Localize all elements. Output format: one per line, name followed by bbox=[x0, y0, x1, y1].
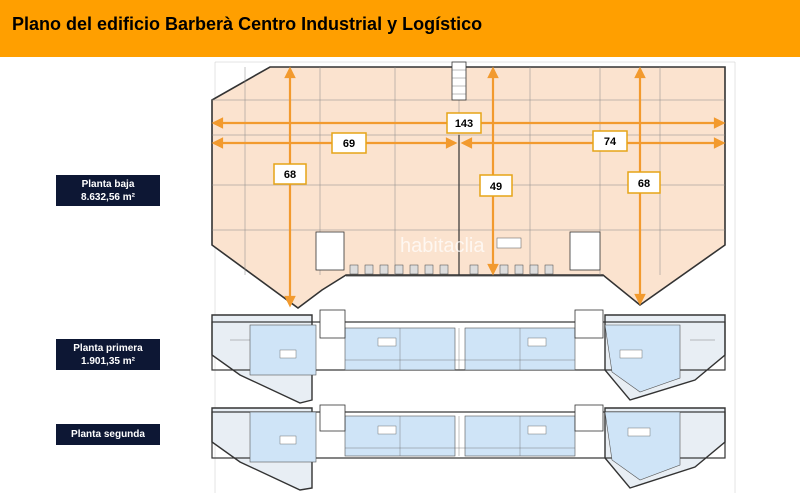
second-office-right bbox=[604, 411, 681, 481]
second-core-left bbox=[319, 404, 346, 432]
floor-name: Planta primera bbox=[73, 342, 143, 354]
dimension-left-width: 69 bbox=[331, 132, 367, 154]
svg-text:49: 49 bbox=[490, 181, 502, 193]
second-core-right bbox=[574, 404, 604, 432]
floor-label-planta-primera: Planta primera 1.901,35 m² bbox=[56, 339, 160, 370]
dimension-right-depth: 68 bbox=[627, 171, 661, 194]
first-floor-plan bbox=[211, 309, 726, 404]
page-title: Plano del edificio Barberà Centro Indust… bbox=[12, 14, 483, 34]
dimension-right-width: 74 bbox=[592, 130, 628, 152]
floor-label-planta-segunda: Planta segunda bbox=[56, 424, 160, 445]
dimension-left-depth: 68 bbox=[273, 163, 307, 185]
page-header: Plano del edificio Barberà Centro Indust… bbox=[0, 0, 800, 57]
svg-text:68: 68 bbox=[284, 169, 296, 181]
stair-core-top bbox=[451, 61, 467, 101]
watermark-text: habitaclia bbox=[400, 235, 485, 257]
ground-service-room-left bbox=[315, 231, 345, 271]
ground-service-room-right bbox=[569, 231, 601, 271]
svg-text:68: 68 bbox=[638, 178, 650, 190]
first-core-left bbox=[319, 309, 346, 339]
dimension-total-width: 143 bbox=[446, 112, 482, 134]
svg-text:143: 143 bbox=[455, 118, 473, 130]
floor-name: Planta segunda bbox=[71, 429, 145, 440]
svg-text:74: 74 bbox=[604, 136, 617, 148]
second-floor-plan bbox=[211, 404, 726, 491]
svg-text:69: 69 bbox=[343, 138, 355, 150]
floor-area: 8.632,56 m² bbox=[81, 191, 135, 203]
dimension-center-depth: 49 bbox=[479, 174, 513, 197]
floor-label-planta-baja: Planta baja 8.632,56 m² bbox=[56, 175, 160, 206]
loading-docks bbox=[349, 264, 554, 275]
ground-floor-plan bbox=[211, 61, 726, 309]
floor-area: 1.901,35 m² bbox=[81, 355, 135, 367]
floor-name: Planta baja bbox=[81, 178, 135, 190]
ground-room-tag bbox=[496, 237, 522, 249]
first-core-right bbox=[574, 309, 604, 339]
first-office-right bbox=[604, 324, 681, 393]
